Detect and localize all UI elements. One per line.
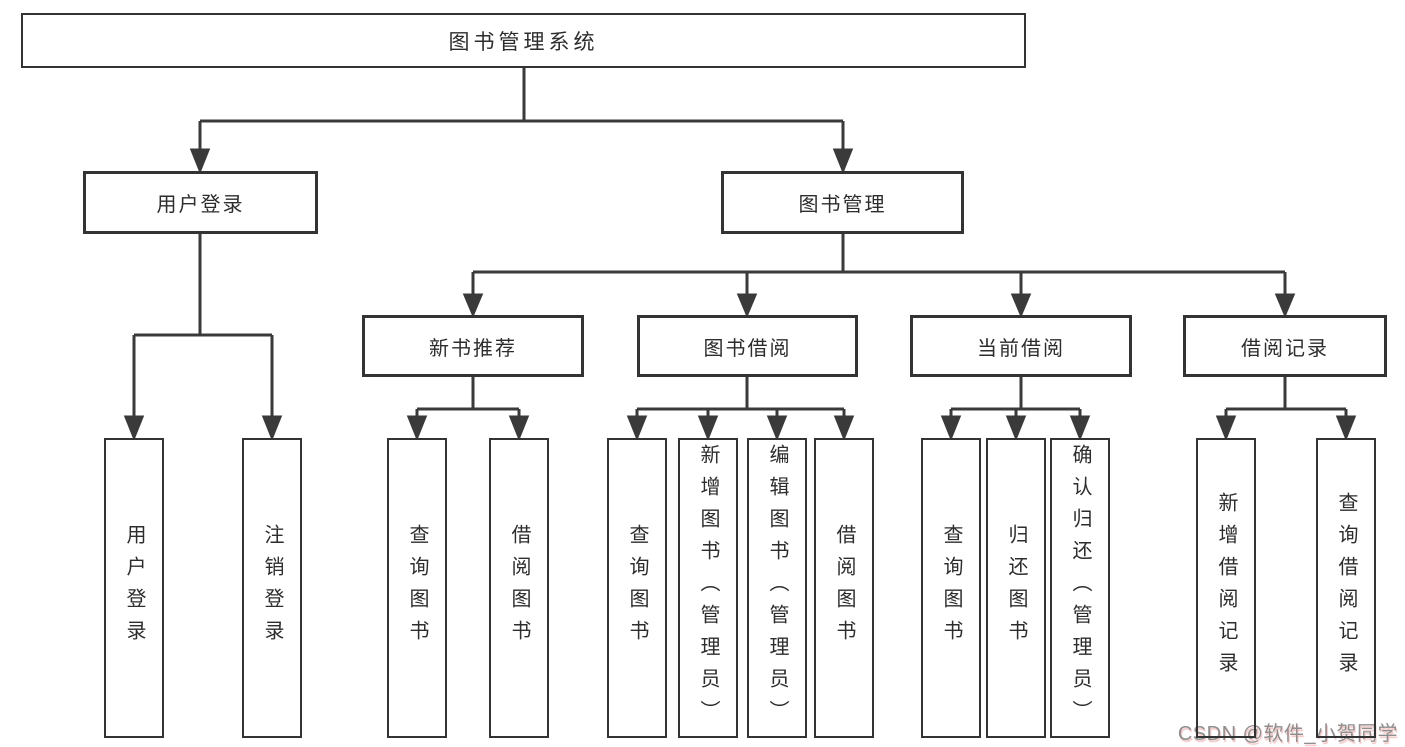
arrowhead-icon	[1005, 415, 1027, 442]
arrowhead-icon	[697, 415, 719, 442]
arrowhead-icon	[940, 415, 962, 442]
arrowhead-icon	[1215, 415, 1237, 442]
node-current-borrowing-label: 当前借阅	[977, 337, 1065, 360]
leaf-logout: 注销登录	[242, 438, 302, 738]
leaf-records-add-record: 新增借阅记录	[1196, 438, 1256, 738]
leaf-records-add-record-label: 新增借阅记录	[1215, 492, 1237, 684]
arrowhead-icon	[189, 148, 211, 175]
arrowhead-icon	[833, 415, 855, 442]
leaf-borrowing-add-book-admin: 新增图书（管理员）	[678, 438, 738, 738]
connector-borrowing-children	[626, 377, 855, 442]
leaf-borrowing-borrow-book-label: 借阅图书	[833, 524, 855, 652]
leaf-newbooks-borrow-book: 借阅图书	[489, 438, 549, 738]
connector-records-children	[1215, 377, 1357, 442]
leaf-current-return-book-label: 归还图书	[1005, 524, 1027, 652]
node-book-borrowing-label: 图书借阅	[703, 337, 792, 360]
leaf-user-login: 用户登录	[104, 438, 164, 738]
arrowhead-icon	[261, 415, 283, 442]
arrowhead-icon	[462, 293, 484, 318]
arrowhead-icon	[1274, 293, 1296, 318]
node-user-login: 用户登录	[83, 171, 318, 234]
leaf-user-login-label: 用户登录	[123, 524, 145, 652]
arrowhead-icon	[626, 415, 648, 442]
leaf-borrowing-query-book-label: 查询图书	[626, 524, 648, 652]
node-book-borrowing: 图书借阅	[637, 315, 858, 377]
leaf-current-confirm-return-admin: 确认归还（管理员）	[1050, 438, 1110, 738]
leaf-records-query-record: 查询借阅记录	[1316, 438, 1376, 738]
arrowhead-icon	[406, 415, 428, 442]
node-root-label: 图书管理系统	[448, 30, 599, 54]
leaf-borrowing-add-book-admin-label: 新增图书（管理员）	[697, 444, 719, 732]
leaf-current-query-book-label: 查询图书	[940, 524, 962, 652]
connector-current-children	[940, 377, 1091, 442]
node-new-book-recommend: 新书推荐	[362, 315, 584, 377]
csdn-watermark: CSDN @软件_小贺同学	[1177, 723, 1398, 745]
leaf-newbooks-query-book-label: 查询图书	[406, 524, 428, 652]
arrowhead-icon	[508, 415, 530, 442]
node-borrow-records: 借阅记录	[1183, 315, 1387, 377]
connector-new-books-children	[406, 377, 530, 442]
leaf-current-query-book: 查询图书	[921, 438, 981, 738]
leaf-current-return-book: 归还图书	[986, 438, 1046, 738]
leaf-borrowing-query-book: 查询图书	[607, 438, 667, 738]
leaf-newbooks-query-book: 查询图书	[387, 438, 447, 738]
leaf-current-confirm-return-admin-label: 确认归还（管理员）	[1069, 444, 1091, 732]
node-book-management: 图书管理	[721, 171, 964, 234]
node-new-book-recommend-label: 新书推荐	[429, 337, 517, 360]
leaf-records-query-record-label: 查询借阅记录	[1335, 492, 1357, 684]
arrowhead-icon	[1010, 293, 1032, 318]
connector-book-mgmt-to-level3	[462, 234, 1296, 318]
leaf-borrowing-edit-book-admin: 编辑图书（管理员）	[747, 438, 807, 738]
node-borrow-records-label: 借阅记录	[1241, 337, 1329, 360]
arrowhead-icon	[736, 293, 758, 318]
arrowhead-icon	[123, 415, 145, 442]
connector-user-login-children	[123, 234, 283, 442]
arrowhead-icon	[1069, 415, 1091, 442]
connector-root-to-level2	[189, 68, 854, 175]
leaf-borrowing-borrow-book: 借阅图书	[814, 438, 874, 738]
node-root: 图书管理系统	[21, 13, 1026, 68]
arrowhead-icon	[1335, 415, 1357, 442]
node-user-login-label: 用户登录	[156, 194, 245, 216]
leaf-newbooks-borrow-book-label: 借阅图书	[508, 524, 530, 652]
leaf-logout-label: 注销登录	[261, 524, 283, 652]
arrowhead-icon	[832, 148, 854, 175]
arrowhead-icon	[766, 415, 788, 442]
leaf-borrowing-edit-book-admin-label: 编辑图书（管理员）	[766, 444, 788, 732]
node-book-management-label: 图书管理	[798, 194, 887, 216]
node-current-borrowing: 当前借阅	[910, 315, 1132, 377]
